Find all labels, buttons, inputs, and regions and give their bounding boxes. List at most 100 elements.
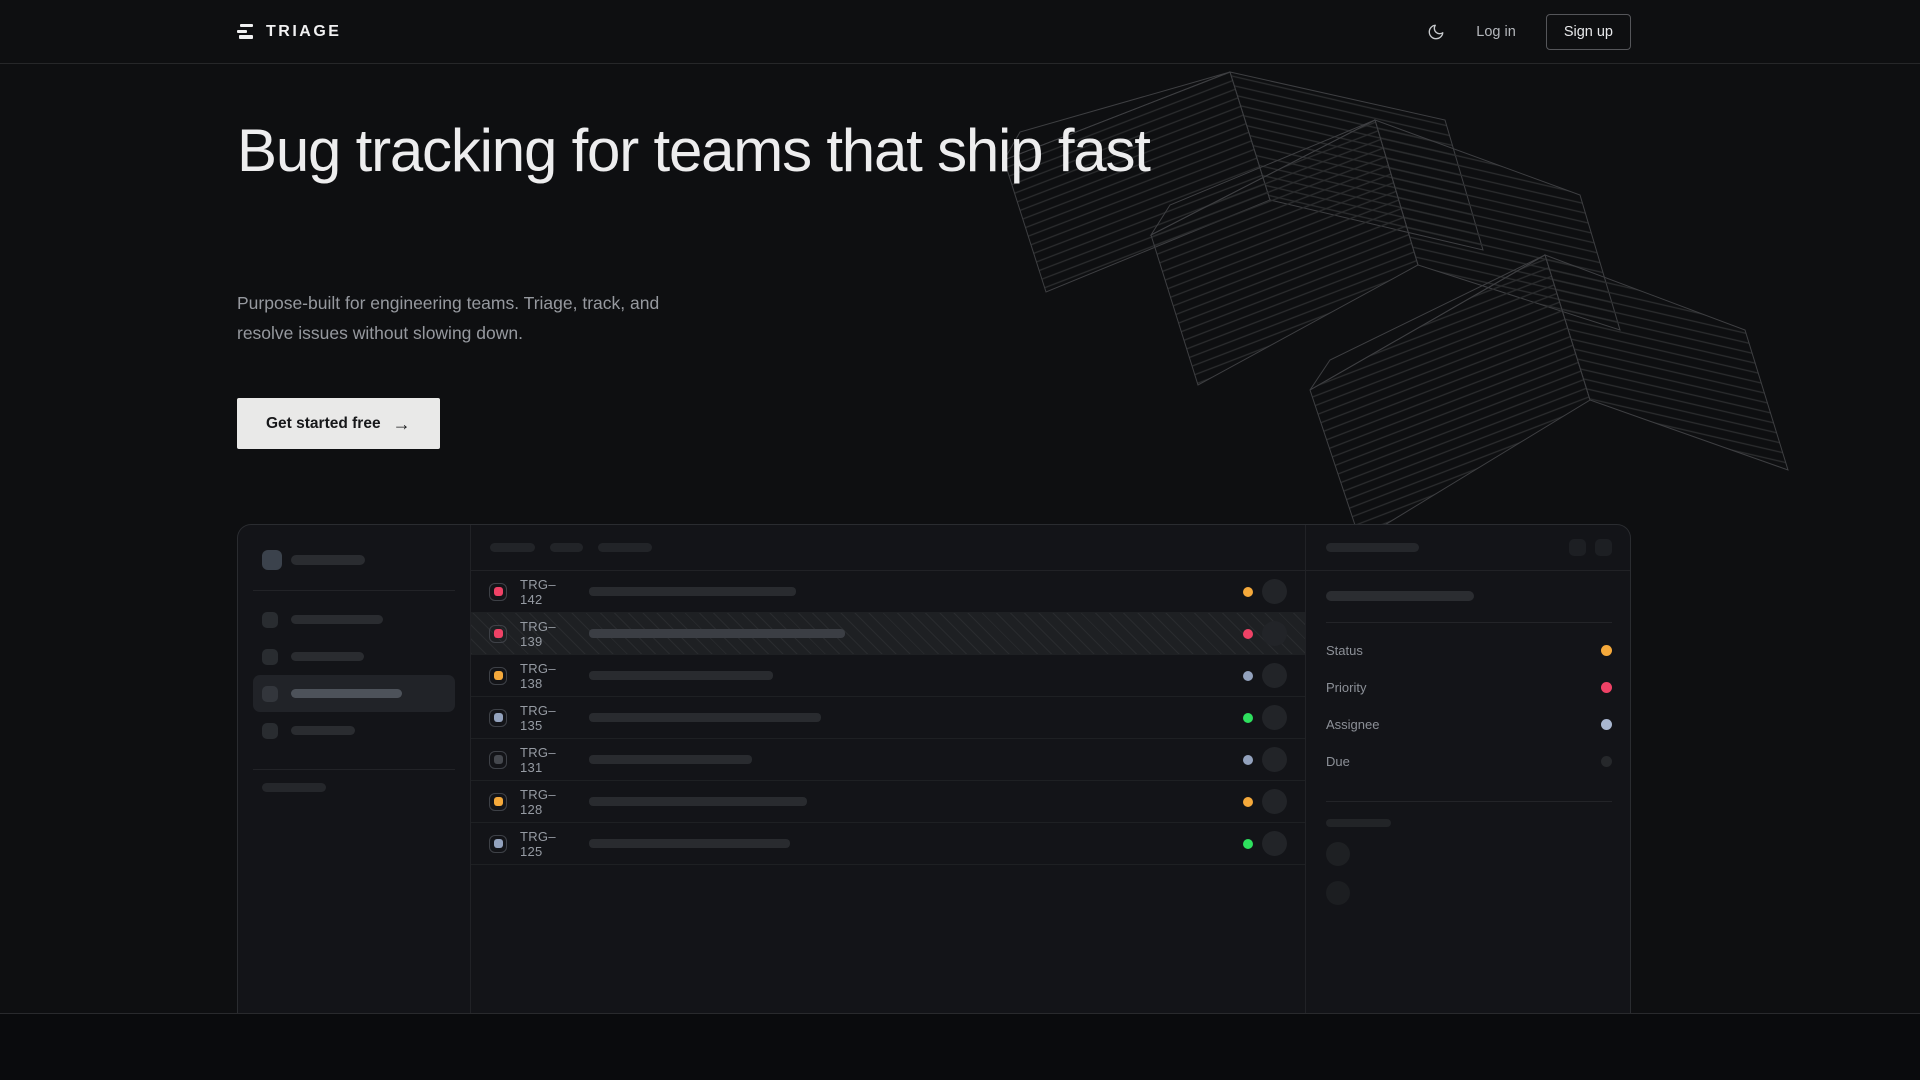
issue-assignee-avatar	[1262, 747, 1287, 772]
sidebar-nav-skeleton	[238, 591, 470, 749]
issue-type-icon	[489, 624, 507, 643]
detail-panel-body: Status Priority Assignee Due	[1306, 571, 1630, 905]
nav-actions: Log in Sign up	[1426, 13, 1631, 50]
detail-field-row: Status	[1326, 632, 1612, 669]
issue-status-dot	[1243, 838, 1253, 849]
issue-id: TRG–135	[520, 702, 556, 733]
issue-status-dot	[1243, 712, 1253, 723]
issue-assignee-avatar	[1262, 831, 1287, 856]
issue-type-dot	[493, 671, 503, 680]
issue-status-dot	[1243, 586, 1253, 597]
activity-title-skeleton	[1326, 819, 1391, 827]
issue-type-dot	[493, 587, 503, 596]
workspace-name-skeleton	[291, 555, 365, 565]
get-started-button[interactable]: Get started free →	[237, 398, 440, 449]
sidebar-item-skeleton	[253, 638, 455, 675]
issue-row: TRG–135	[471, 697, 1305, 739]
sidebar-divider	[253, 590, 455, 591]
detail-divider	[1326, 801, 1612, 802]
brand-name: TRIAGE	[266, 22, 342, 40]
issue-assignee-avatar	[1262, 663, 1287, 688]
issue-assignee-avatar	[1262, 789, 1287, 814]
issue-type-dot	[493, 797, 503, 806]
sidebar-item-label-skeleton	[291, 615, 383, 624]
sidebar-item-icon-skeleton	[262, 685, 278, 702]
workspace-avatar-skeleton	[262, 550, 282, 570]
issue-id: TRG–138	[520, 660, 556, 691]
mockup-sidebar	[238, 525, 471, 1013]
issue-type-dot	[493, 629, 503, 638]
issue-id: TRG–131	[520, 744, 556, 775]
signup-button[interactable]: Sign up	[1545, 13, 1631, 50]
sidebar-item-label-skeleton	[291, 689, 402, 698]
issue-list: TRG–142 TRG–139 TRG–138 TRG–135	[471, 525, 1306, 1013]
issue-row-meta	[1243, 621, 1287, 646]
list-tab-skeleton	[550, 543, 583, 552]
issue-id: TRG–142	[520, 576, 556, 607]
detail-field-dot	[1601, 719, 1612, 730]
issue-row: TRG–138	[471, 655, 1305, 697]
issue-type-dot	[493, 713, 503, 722]
issue-id: TRG–125	[520, 828, 556, 859]
issue-row: TRG–142	[471, 571, 1305, 613]
issue-row-meta	[1243, 789, 1287, 814]
detail-divider	[1326, 622, 1612, 623]
issue-row: TRG–125	[471, 823, 1305, 865]
issue-status-dot	[1243, 628, 1253, 639]
issue-type-icon	[489, 708, 507, 727]
issue-row-meta	[1243, 663, 1287, 688]
footer-band	[0, 1013, 1920, 1080]
sidebar-section-title-skeleton	[262, 783, 326, 792]
workspace-switcher-skeleton	[238, 525, 470, 570]
arrow-right-icon: →	[392, 413, 411, 434]
panel-action-skeleton	[1595, 539, 1612, 556]
detail-fields: Status Priority Assignee Due	[1326, 623, 1612, 780]
activity-avatar-skeleton	[1326, 842, 1350, 866]
app-mockup-card: TRG–142 TRG–139 TRG–138 TRG–135	[237, 524, 1631, 1013]
login-link[interactable]: Log in	[1476, 23, 1516, 40]
issue-list-rows: TRG–142 TRG–139 TRG–138 TRG–135	[471, 571, 1305, 865]
issue-type-icon	[489, 792, 507, 811]
triage-bars-icon	[237, 24, 255, 39]
issue-type-icon	[489, 834, 507, 853]
sidebar-item-icon-skeleton	[262, 611, 278, 628]
detail-field-dot	[1601, 645, 1612, 656]
issue-type-dot	[493, 839, 503, 848]
sidebar-item-icon-skeleton	[262, 722, 278, 739]
issue-row: TRG–128	[471, 781, 1305, 823]
issue-assignee-avatar	[1262, 579, 1287, 604]
moon-icon[interactable]	[1426, 22, 1446, 42]
issue-title-skeleton	[589, 755, 752, 764]
detail-header-actions	[1569, 539, 1612, 556]
issue-type-icon	[489, 582, 507, 601]
issue-assignee-avatar	[1262, 621, 1287, 646]
sidebar-item-label-skeleton	[291, 726, 355, 735]
issue-title-skeleton	[589, 587, 796, 596]
brand-logo[interactable]: TRIAGE	[237, 23, 341, 41]
detail-field-row: Priority	[1326, 669, 1612, 706]
issue-title-skeleton	[589, 797, 807, 806]
issue-row-meta	[1243, 747, 1287, 772]
list-tab-skeleton	[490, 543, 535, 552]
issue-type-dot	[493, 755, 503, 764]
detail-breadcrumb-skeleton	[1326, 543, 1419, 552]
detail-field-label: Due	[1326, 754, 1350, 769]
issue-type-icon	[489, 750, 507, 769]
issue-title-skeleton	[589, 839, 790, 848]
hero-title: Bug tracking for teams that ship fast	[237, 117, 1151, 184]
detail-title-skeleton	[1326, 591, 1474, 601]
activity-avatar-skeleton	[1326, 881, 1350, 905]
sidebar-item-skeleton	[253, 712, 455, 749]
issue-status-dot	[1243, 796, 1253, 807]
detail-panel-header	[1306, 525, 1630, 571]
hero-subtitle: Purpose-built for engineering teams. Tri…	[237, 293, 660, 343]
detail-field-dot	[1601, 682, 1612, 693]
issue-row-meta	[1243, 705, 1287, 730]
issue-row-meta	[1243, 831, 1287, 856]
issue-title-skeleton	[589, 671, 773, 680]
issue-status-dot	[1243, 754, 1253, 765]
issue-row: TRG–139	[471, 613, 1305, 655]
top-navbar: TRIAGE Log in Sign up	[0, 0, 1920, 64]
issue-type-icon	[489, 666, 507, 685]
detail-field-row: Assignee	[1326, 706, 1612, 743]
